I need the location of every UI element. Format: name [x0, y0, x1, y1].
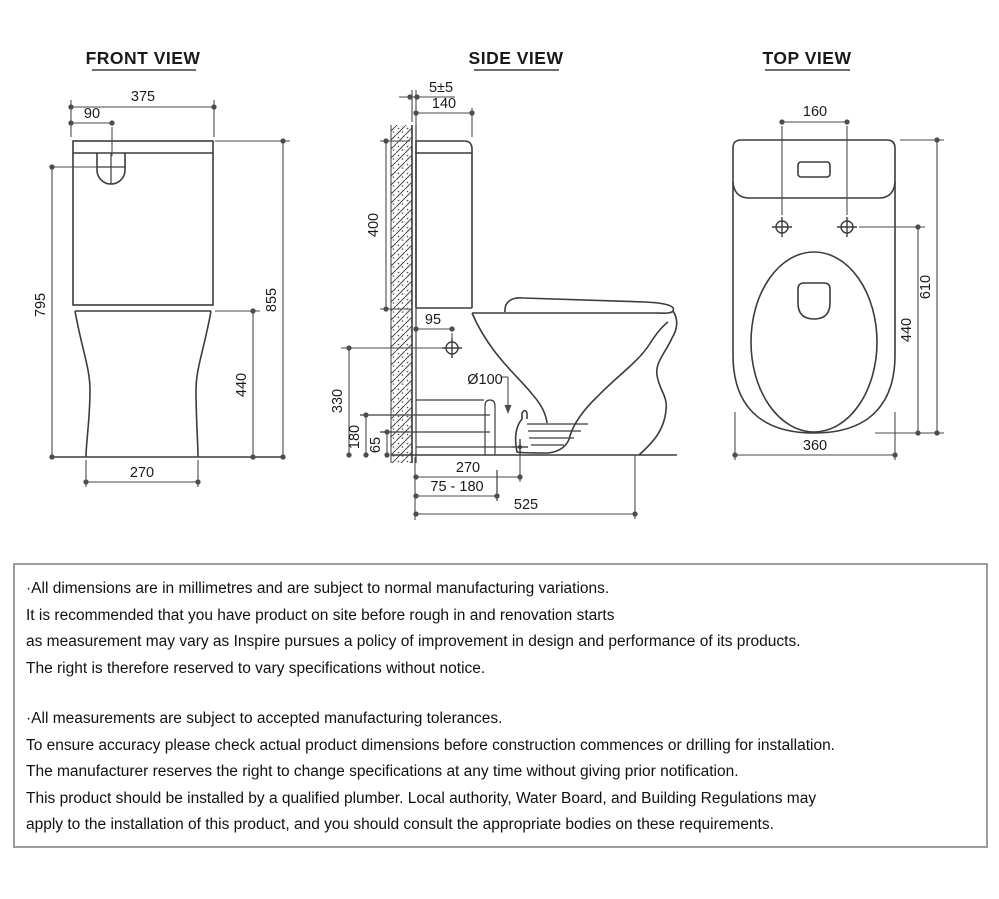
note-line: It is recommended that you have product …	[26, 606, 615, 624]
top-view-title: TOP VIEW	[763, 48, 852, 68]
note-line: To ensure accuracy please check actual p…	[26, 736, 835, 754]
dim-label-525: 525	[514, 497, 538, 513]
note-line: This product should be installed by a qu…	[26, 789, 817, 807]
note-line: ·All dimensions are in millimetres and a…	[26, 580, 610, 597]
dim-label-270-front: 270	[130, 465, 154, 481]
notes-paragraph-2: ·All measurements are subject to accepte…	[26, 706, 976, 839]
wall-hatch	[391, 125, 412, 463]
dim-label-dia100: Ø100	[467, 372, 502, 388]
technical-drawing: FRONT VIEW	[33, 48, 944, 520]
top-seat-oval	[750, 251, 878, 433]
dim-label-400: 400	[366, 213, 382, 237]
side-view: SIDE VIEW	[330, 48, 678, 520]
front-view-title: FRONT VIEW	[86, 48, 201, 68]
outlet-center-marker-icon	[512, 439, 528, 455]
dim-label-795: 795	[33, 293, 49, 317]
dim-label-610: 610	[918, 275, 934, 299]
side-view-title: SIDE VIEW	[469, 48, 564, 68]
dim-label-440-top: 440	[899, 318, 915, 342]
top-view: TOP VIEW	[732, 48, 944, 460]
bolt-hole-marker-right-icon	[837, 217, 857, 237]
leader-arrow-icon	[504, 405, 512, 414]
front-pedestal-right	[195, 310, 212, 458]
dim-label-95: 95	[425, 312, 441, 328]
side-trap-cup	[514, 395, 599, 454]
side-bowl-front-inner	[597, 321, 669, 397]
dim-label-140: 140	[432, 96, 456, 112]
side-trap-water-lines	[527, 423, 588, 446]
front-pedestal-left	[74, 310, 91, 458]
note-line: ·All measurements are subject to accepte…	[26, 710, 503, 727]
dim-label-360: 360	[803, 438, 827, 454]
dim-label-75-180: 75 - 180	[430, 479, 483, 495]
side-bowl-front-outer	[638, 310, 678, 456]
dim-label-855: 855	[264, 288, 280, 312]
dim-label-440-front: 440	[234, 373, 250, 397]
front-tank-outline	[72, 140, 214, 306]
side-waste-pipe	[484, 399, 496, 455]
notes-paragraph-1: ·All dimensions are in millimetres and a…	[26, 576, 976, 682]
dim-label-5pm5: 5±5	[429, 80, 453, 96]
dim-label-330: 330	[330, 389, 346, 413]
dim-label-160: 160	[803, 104, 827, 120]
notes-box: ·All dimensions are in millimetres and a…	[13, 563, 988, 848]
dim-label-180: 180	[347, 425, 363, 449]
front-view: FRONT VIEW	[33, 48, 290, 487]
top-dimensions	[732, 119, 944, 460]
note-line: as measurement may vary as Inspire pursu…	[26, 633, 801, 650]
dim-label-65: 65	[368, 437, 384, 453]
side-dimensions	[341, 90, 638, 520]
dim-label-270-side: 270	[456, 460, 480, 476]
note-line: The right is therefore reserved to vary …	[26, 659, 486, 677]
note-line: apply to the installation of this produc…	[26, 816, 774, 833]
note-line: The manufacturer reserves the right to c…	[26, 763, 739, 780]
top-tank-bottom-line	[732, 181, 896, 199]
dim-label-90: 90	[84, 106, 100, 122]
water-inlet-marker-icon	[442, 338, 462, 358]
side-seat-lid	[504, 297, 675, 314]
bolt-hole-marker-left-icon	[772, 217, 792, 237]
front-dimensions	[49, 100, 290, 487]
side-tank-outline	[415, 140, 473, 308]
top-body-outline	[732, 139, 896, 434]
side-bowl-back-curve	[471, 312, 548, 424]
top-outlet-shape	[797, 282, 831, 320]
top-flush-button	[797, 161, 831, 178]
dim-label-375: 375	[131, 89, 155, 105]
